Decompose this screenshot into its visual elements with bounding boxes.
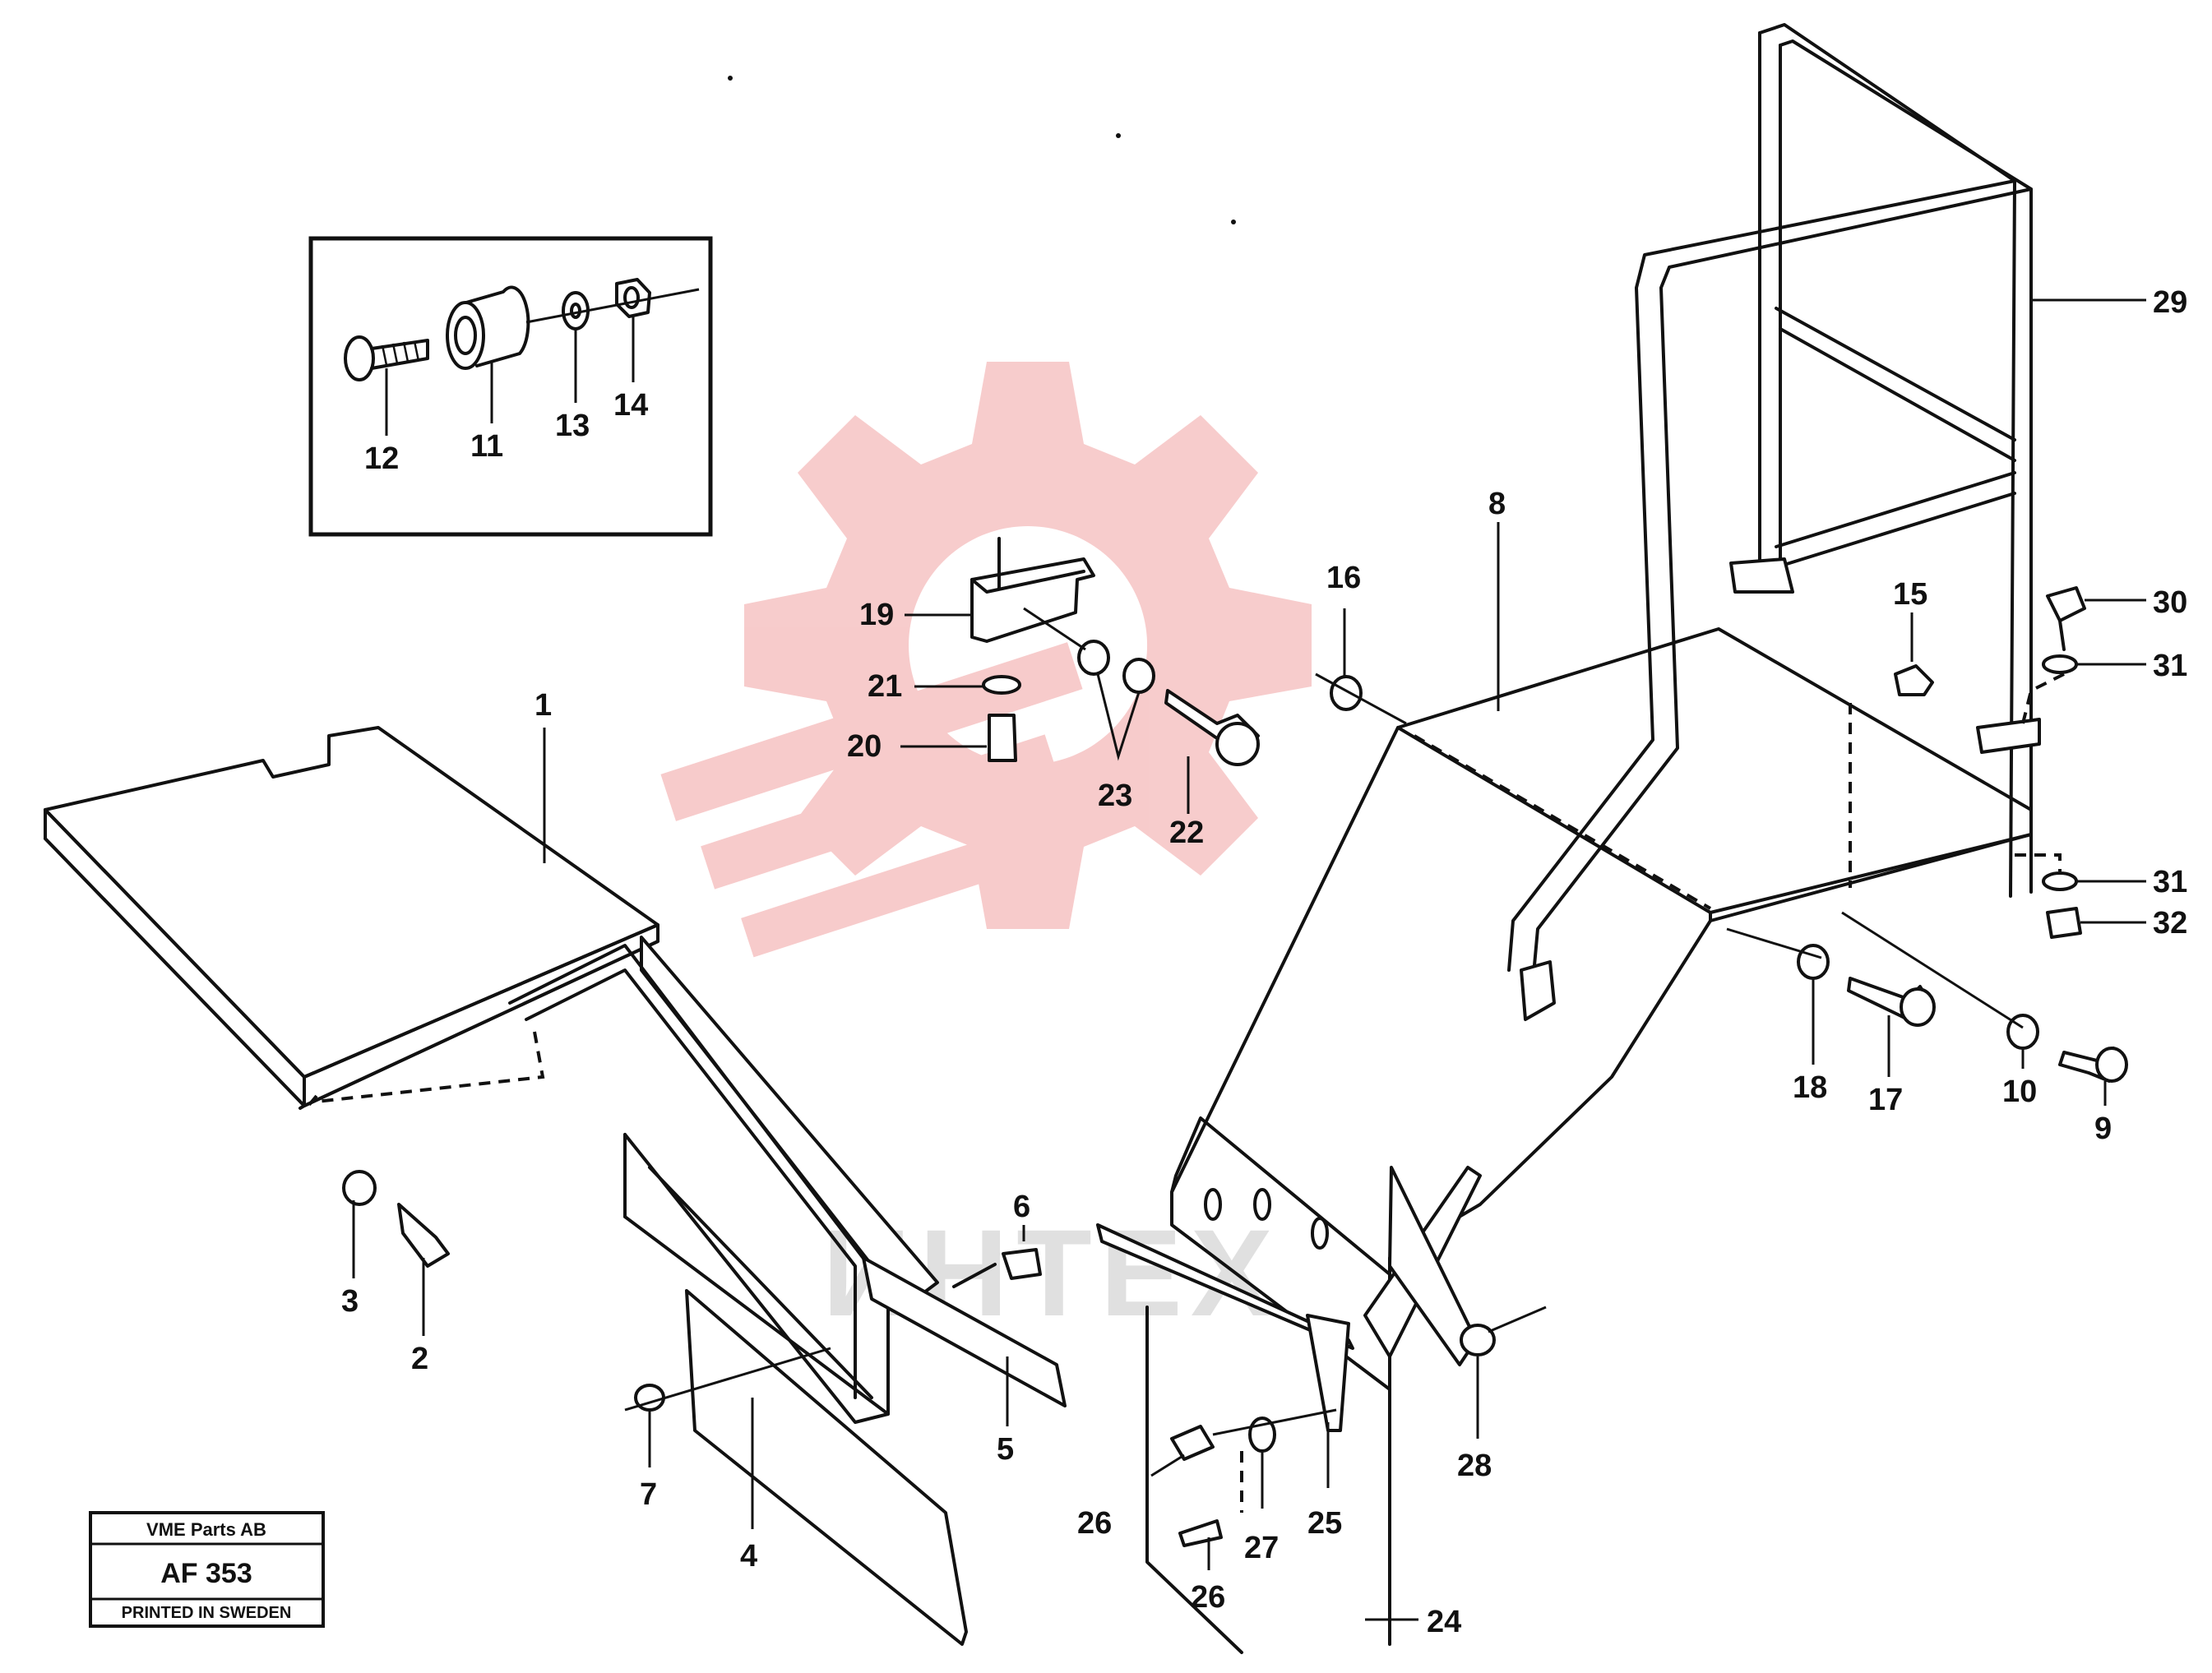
callout-3: 3	[341, 1284, 359, 1319]
title-block-printed: PRINTED IN SWEDEN	[122, 1604, 292, 1622]
callout-9: 9	[2094, 1111, 2112, 1146]
callout-23: 23	[1098, 779, 1132, 813]
callout-8: 8	[1488, 487, 1506, 521]
callout-28: 28	[1457, 1449, 1492, 1483]
callout-25: 25	[1307, 1506, 1342, 1541]
callout-6: 6	[1013, 1190, 1030, 1224]
inset-detail	[308, 236, 713, 537]
callout-12: 12	[364, 441, 399, 476]
callout-26a: 26	[1077, 1506, 1112, 1541]
title-block-company: VME Parts AB	[146, 1519, 266, 1540]
callout-22: 22	[1169, 816, 1204, 850]
callout-11: 11	[470, 429, 503, 464]
callout-30: 30	[2153, 585, 2187, 620]
callout-26b: 26	[1191, 1580, 1225, 1615]
leader-lines	[352, 522, 2107, 1621]
callout-16: 16	[1326, 561, 1361, 595]
title-block-code: AF 353	[160, 1558, 252, 1589]
handrail	[1507, 23, 2146, 1021]
bracket-group	[970, 537, 1260, 766]
callout-29: 29	[2153, 285, 2187, 320]
callout-17: 17	[1868, 1083, 1903, 1117]
watermark-gear-icon	[660, 362, 1312, 958]
callout-32: 32	[2153, 906, 2187, 940]
callout-2: 2	[411, 1342, 428, 1376]
callout-18: 18	[1793, 1070, 1827, 1105]
callout-14: 14	[613, 388, 648, 423]
callout-1: 1	[534, 688, 552, 723]
callout-31b: 31	[2153, 865, 2187, 899]
callout-20: 20	[847, 729, 882, 764]
callout-7: 7	[640, 1477, 657, 1512]
stray-dots	[728, 76, 1236, 224]
callout-21: 21	[868, 669, 902, 704]
callouts: 1 2 3 4 5 6 7 8 9 10 11 12 13 14 15 16 1…	[341, 285, 2187, 1639]
callout-31a: 31	[2153, 649, 2187, 683]
left-fender	[44, 726, 1067, 1646]
right-fender	[1096, 627, 2128, 1654]
callout-5: 5	[997, 1432, 1014, 1467]
callout-13: 13	[555, 409, 590, 443]
callout-4: 4	[740, 1539, 757, 1574]
callout-27: 27	[1244, 1531, 1279, 1565]
callout-10: 10	[2002, 1075, 2037, 1109]
title-block: VME Parts AB AF 353 PRINTED IN SWEDEN	[89, 1511, 325, 1628]
callout-24: 24	[1427, 1605, 1461, 1639]
rail-hardware	[2015, 586, 2146, 939]
callout-19: 19	[859, 598, 894, 632]
callout-15: 15	[1893, 577, 1927, 612]
